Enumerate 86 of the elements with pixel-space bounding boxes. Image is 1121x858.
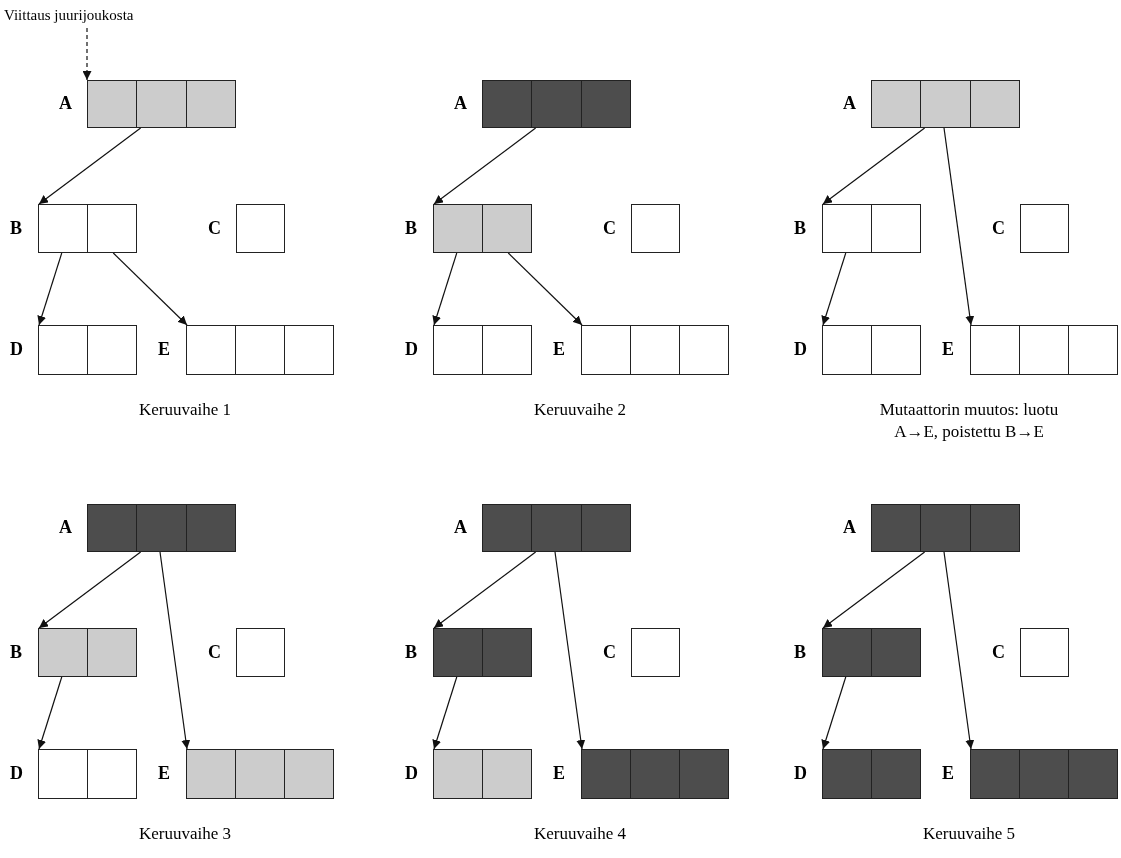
object-box: [433, 749, 532, 799]
arrow: [821, 676, 847, 750]
object-box: [433, 204, 532, 253]
object-letter: A: [843, 93, 856, 113]
stage-caption: Keruuvaihe 5: [921, 823, 1017, 845]
object-box: [186, 325, 334, 375]
object-box: [87, 504, 236, 552]
object-letter: B: [405, 641, 417, 662]
object-box: [822, 204, 921, 253]
object-box: [38, 749, 137, 799]
object-box: [236, 628, 285, 677]
arrow: [822, 127, 926, 205]
stage-caption: Keruuvaihe 2: [532, 399, 628, 421]
arrow: [822, 551, 926, 629]
object-letter: D: [794, 339, 807, 359]
object-box: [38, 325, 137, 375]
stage-caption: Keruuvaihe 4: [532, 823, 628, 845]
object-box: [87, 80, 236, 128]
arrow: [554, 551, 586, 750]
arrow: [507, 252, 583, 326]
object-box: [1020, 628, 1069, 677]
object-letter: C: [603, 217, 616, 238]
object-letter: A: [454, 93, 467, 113]
arrow: [37, 676, 63, 750]
arrow: [37, 252, 63, 326]
arrow: [159, 551, 191, 750]
stage-caption: Keruuvaihe 1: [137, 399, 233, 421]
arrow: [943, 551, 975, 750]
object-letter: C: [603, 641, 616, 662]
object-box: [631, 628, 680, 677]
object-box: [1020, 204, 1069, 253]
object-box: [433, 628, 532, 677]
stage-caption: Keruuvaihe 3: [137, 823, 233, 845]
object-box: [581, 749, 729, 799]
object-box: [236, 204, 285, 253]
object-letter: E: [158, 763, 170, 783]
object-box: [482, 80, 631, 128]
arrow: [433, 127, 537, 205]
arrow: [38, 127, 142, 205]
arrow: [943, 127, 975, 326]
object-letter: C: [208, 217, 221, 238]
object-letter: A: [59, 517, 72, 537]
object-box: [186, 749, 334, 799]
object-letter: B: [405, 217, 417, 238]
arrow: [82, 27, 92, 81]
object-letter: E: [158, 339, 170, 359]
object-letter: A: [59, 93, 72, 113]
arrow: [432, 676, 458, 750]
object-box: [631, 204, 680, 253]
object-box: [822, 325, 921, 375]
object-letter: E: [553, 763, 565, 783]
object-letter: D: [405, 763, 418, 783]
object-box: [871, 504, 1020, 552]
object-box: [433, 325, 532, 375]
object-box: [871, 80, 1020, 128]
object-box: [38, 204, 137, 253]
arrow: [432, 252, 458, 326]
object-letter: D: [405, 339, 418, 359]
arrow: [38, 551, 142, 629]
object-letter: B: [794, 217, 806, 238]
object-letter: C: [992, 641, 1005, 662]
object-letter: B: [10, 217, 22, 238]
object-letter: D: [10, 763, 23, 783]
arrow: [821, 252, 847, 326]
object-letter: C: [992, 217, 1005, 238]
object-letter: D: [10, 339, 23, 359]
object-letter: A: [454, 517, 467, 537]
object-letter: A: [843, 517, 856, 537]
object-box: [581, 325, 729, 375]
object-letter: E: [942, 339, 954, 359]
object-box: [38, 628, 137, 677]
object-letter: B: [10, 641, 22, 662]
object-box: [970, 749, 1118, 799]
object-letter: D: [794, 763, 807, 783]
object-box: [822, 628, 921, 677]
object-letter: C: [208, 641, 221, 662]
object-box: [822, 749, 921, 799]
object-box: [482, 504, 631, 552]
root-reference-label: Viittaus juurijoukosta: [4, 6, 134, 24]
stage-caption: Mutaattorin muutos: luotu A→E, poistettu B→E: [878, 399, 1060, 443]
arrow: [112, 252, 188, 326]
arrow: [433, 551, 537, 629]
object-box: [970, 325, 1118, 375]
object-letter: E: [942, 763, 954, 783]
object-letter: B: [794, 641, 806, 662]
object-letter: E: [553, 339, 565, 359]
